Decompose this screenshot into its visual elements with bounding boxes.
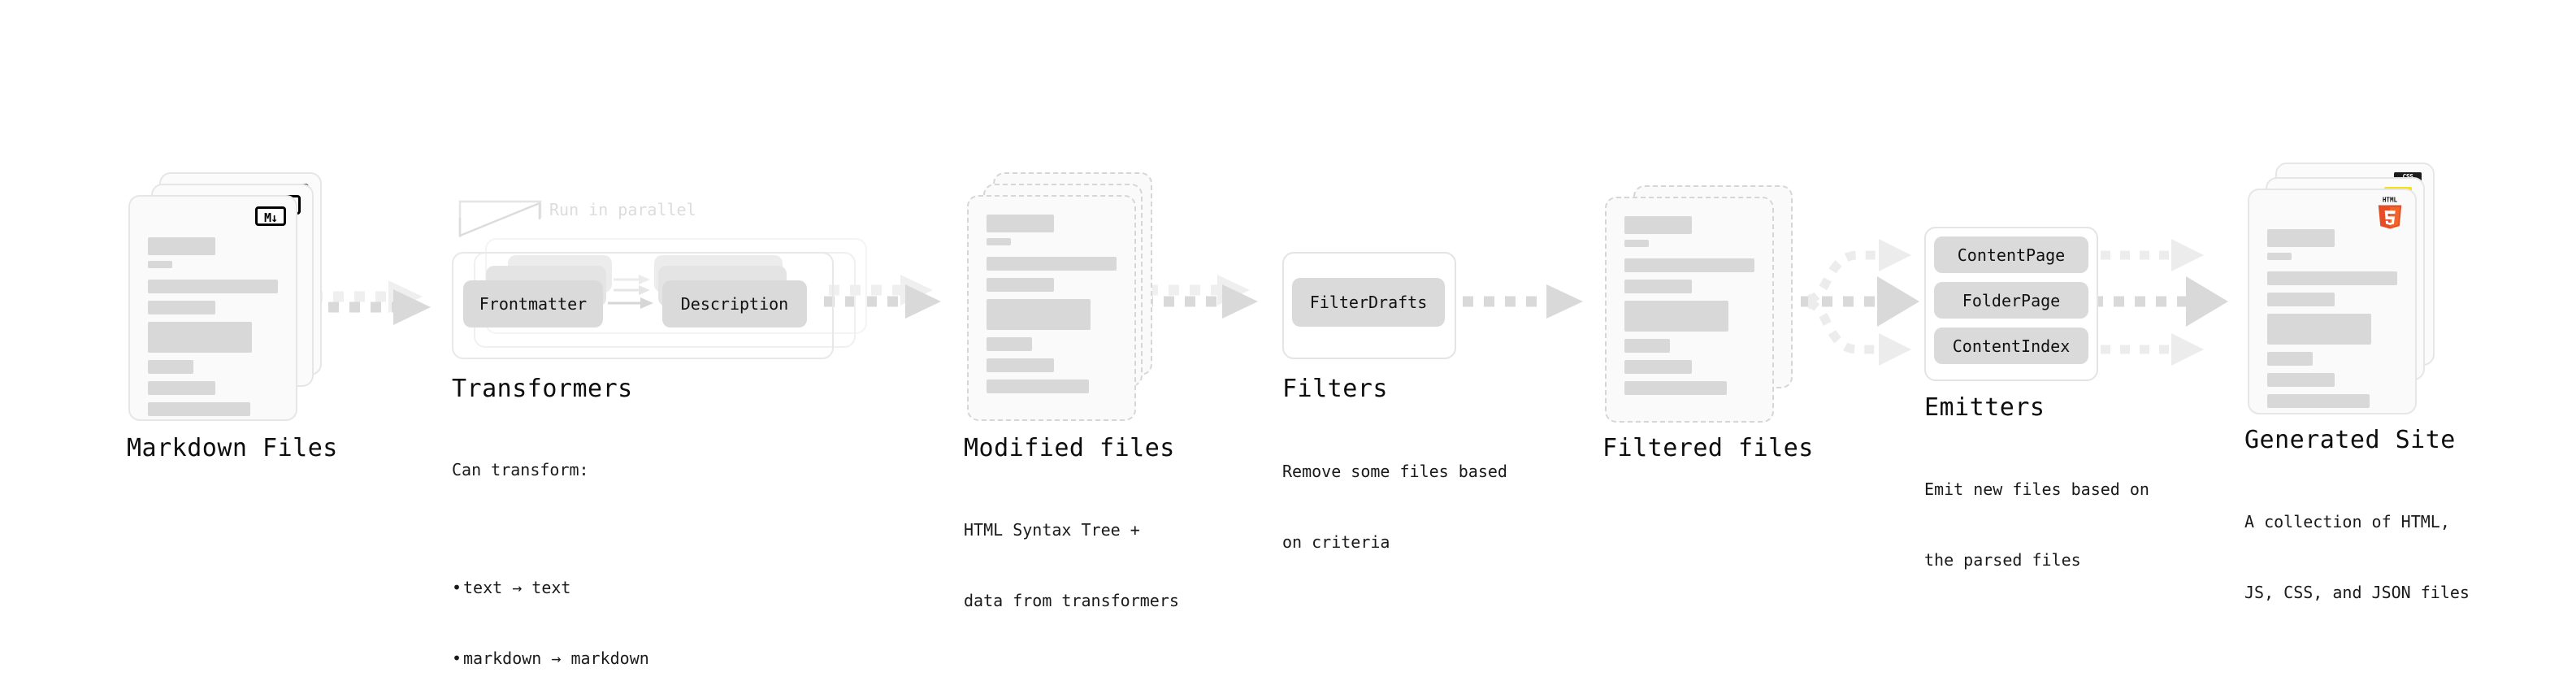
connector-filtered-to-emitters	[1780, 239, 1919, 366]
list-item: text → text	[452, 576, 649, 600]
transformers-desc-list: text → text markdown → markdown html → h…	[452, 529, 649, 681]
filters-description: Remove some files based on criteria	[1282, 413, 1507, 601]
transformers-title: Transformers	[452, 375, 633, 403]
svg-text:HTML: HTML	[2383, 197, 2398, 204]
generated-site-title: Generated Site	[2244, 426, 2456, 454]
emitter-chip-folderpage[interactable]: FolderPage	[1934, 282, 2088, 319]
desc-line: Emit new files based on	[1924, 479, 2149, 499]
desc-line: data from transformers	[964, 591, 1179, 610]
connector-emitters-to-site	[2092, 239, 2228, 366]
transformers-description: Can transform: text → text markdown → ma…	[452, 411, 649, 681]
markdown-files-title: Markdown Files	[127, 434, 338, 462]
card-content-placeholder	[1624, 216, 1754, 402]
desc-line: Remove some files based	[1282, 462, 1507, 481]
transformers-desc-intro: Can transform:	[452, 460, 589, 479]
generated-card-front: HTML	[2248, 189, 2417, 414]
emitters-title: Emitters	[1924, 393, 2045, 422]
desc-line: A collection of HTML,	[2244, 512, 2450, 531]
markdown-card-front: M↓	[128, 195, 297, 421]
emitters-description: Emit new files based on the parsed files	[1924, 431, 2149, 619]
filtered-card-front	[1605, 197, 1774, 423]
modified-files-title: Modified files	[964, 434, 1175, 462]
markdown-icon: M↓	[255, 206, 286, 226]
html5-icon: HTML	[2374, 195, 2405, 231]
desc-line: on criteria	[1282, 532, 1390, 552]
emitter-chip-contentpage[interactable]: ContentPage	[1934, 236, 2088, 273]
card-content-placeholder	[987, 215, 1117, 401]
filters-title: Filters	[1282, 375, 1388, 403]
transformer-chip-description[interactable]: Description	[662, 280, 807, 327]
desc-line: the parsed files	[1924, 550, 2081, 570]
filtered-files-title: Filtered files	[1602, 434, 1814, 462]
modified-files-description: HTML Syntax Tree + data from transformer…	[964, 471, 1179, 660]
desc-line: JS, CSS, and JSON files	[2244, 583, 2470, 602]
connector-filters-to-filtered	[1463, 284, 1583, 319]
desc-line: HTML Syntax Tree +	[964, 520, 1140, 540]
transformers-frame-front	[452, 252, 834, 359]
connector-markdown-to-transformers	[307, 280, 431, 325]
connector-modified-to-filters	[1143, 275, 1258, 319]
filter-chip-filterdrafts[interactable]: FilterDrafts	[1292, 278, 1445, 327]
card-content-placeholder	[148, 237, 278, 423]
card-content-placeholder	[2267, 229, 2397, 415]
generated-site-description: A collection of HTML, JS, CSS, and JSON …	[2244, 463, 2470, 652]
run-in-parallel-annotation: Run in parallel	[549, 200, 696, 219]
transformer-chip-frontmatter[interactable]: Frontmatter	[463, 280, 603, 327]
list-item: markdown → markdown	[452, 647, 649, 670]
emitter-chip-contentindex[interactable]: ContentIndex	[1934, 327, 2088, 364]
run-in-parallel-leader	[458, 200, 542, 237]
modified-card-front	[967, 195, 1136, 421]
